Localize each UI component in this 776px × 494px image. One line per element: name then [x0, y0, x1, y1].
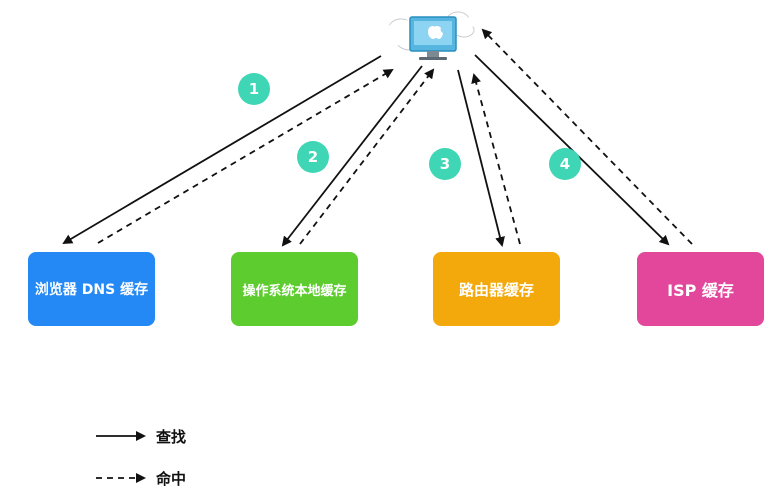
step-badge-3: 3 — [429, 148, 461, 180]
computer-icon — [386, 11, 475, 60]
lookup-arrow-browser — [62, 55, 382, 245]
lookup-arrow-router — [457, 69, 505, 247]
node-router-cache: 路由器缓存 — [433, 252, 560, 326]
hit-arrow-isp — [481, 28, 693, 245]
lookup-arrow-os — [281, 65, 423, 247]
hit-arrow-router — [471, 73, 521, 245]
legend-hit-label: 命中 — [156, 470, 187, 488]
step-badge-2: 2 — [297, 141, 329, 173]
legend-lookup-label: 查找 — [156, 428, 187, 446]
hit-arrow-os — [299, 68, 435, 245]
step-badge-1: 1 — [238, 73, 270, 105]
node-browser-dns-cache: 浏览器 DNS 缓存 — [28, 252, 155, 326]
node-os-local-cache: 操作系统本地缓存 — [231, 252, 358, 326]
node-isp-cache: ISP 缓存 — [637, 252, 764, 326]
hit-arrow-browser — [97, 68, 394, 244]
step-badge-4: 4 — [549, 148, 581, 180]
